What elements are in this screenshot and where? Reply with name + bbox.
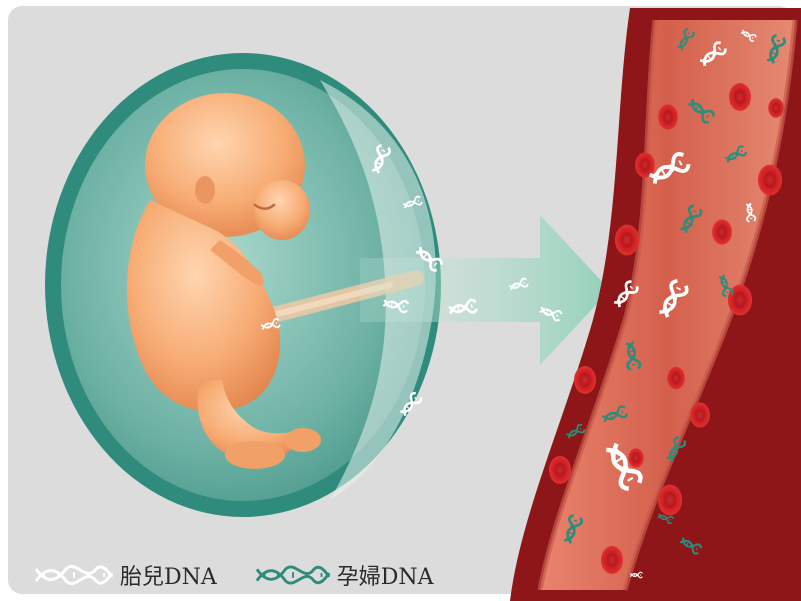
dna-helix-icon [34,565,114,585]
legend-label-maternal-dna: 孕婦DNA [337,559,434,591]
dna-helix-icon [255,565,331,585]
legend: 胎兒DNA 孕婦DNA [34,557,472,593]
legend-label-fetal-dna: 胎兒DNA [120,559,217,591]
legend-item-fetal-dna: 胎兒DNA [34,559,217,591]
legend-item-maternal-dna: 孕婦DNA [255,559,434,591]
